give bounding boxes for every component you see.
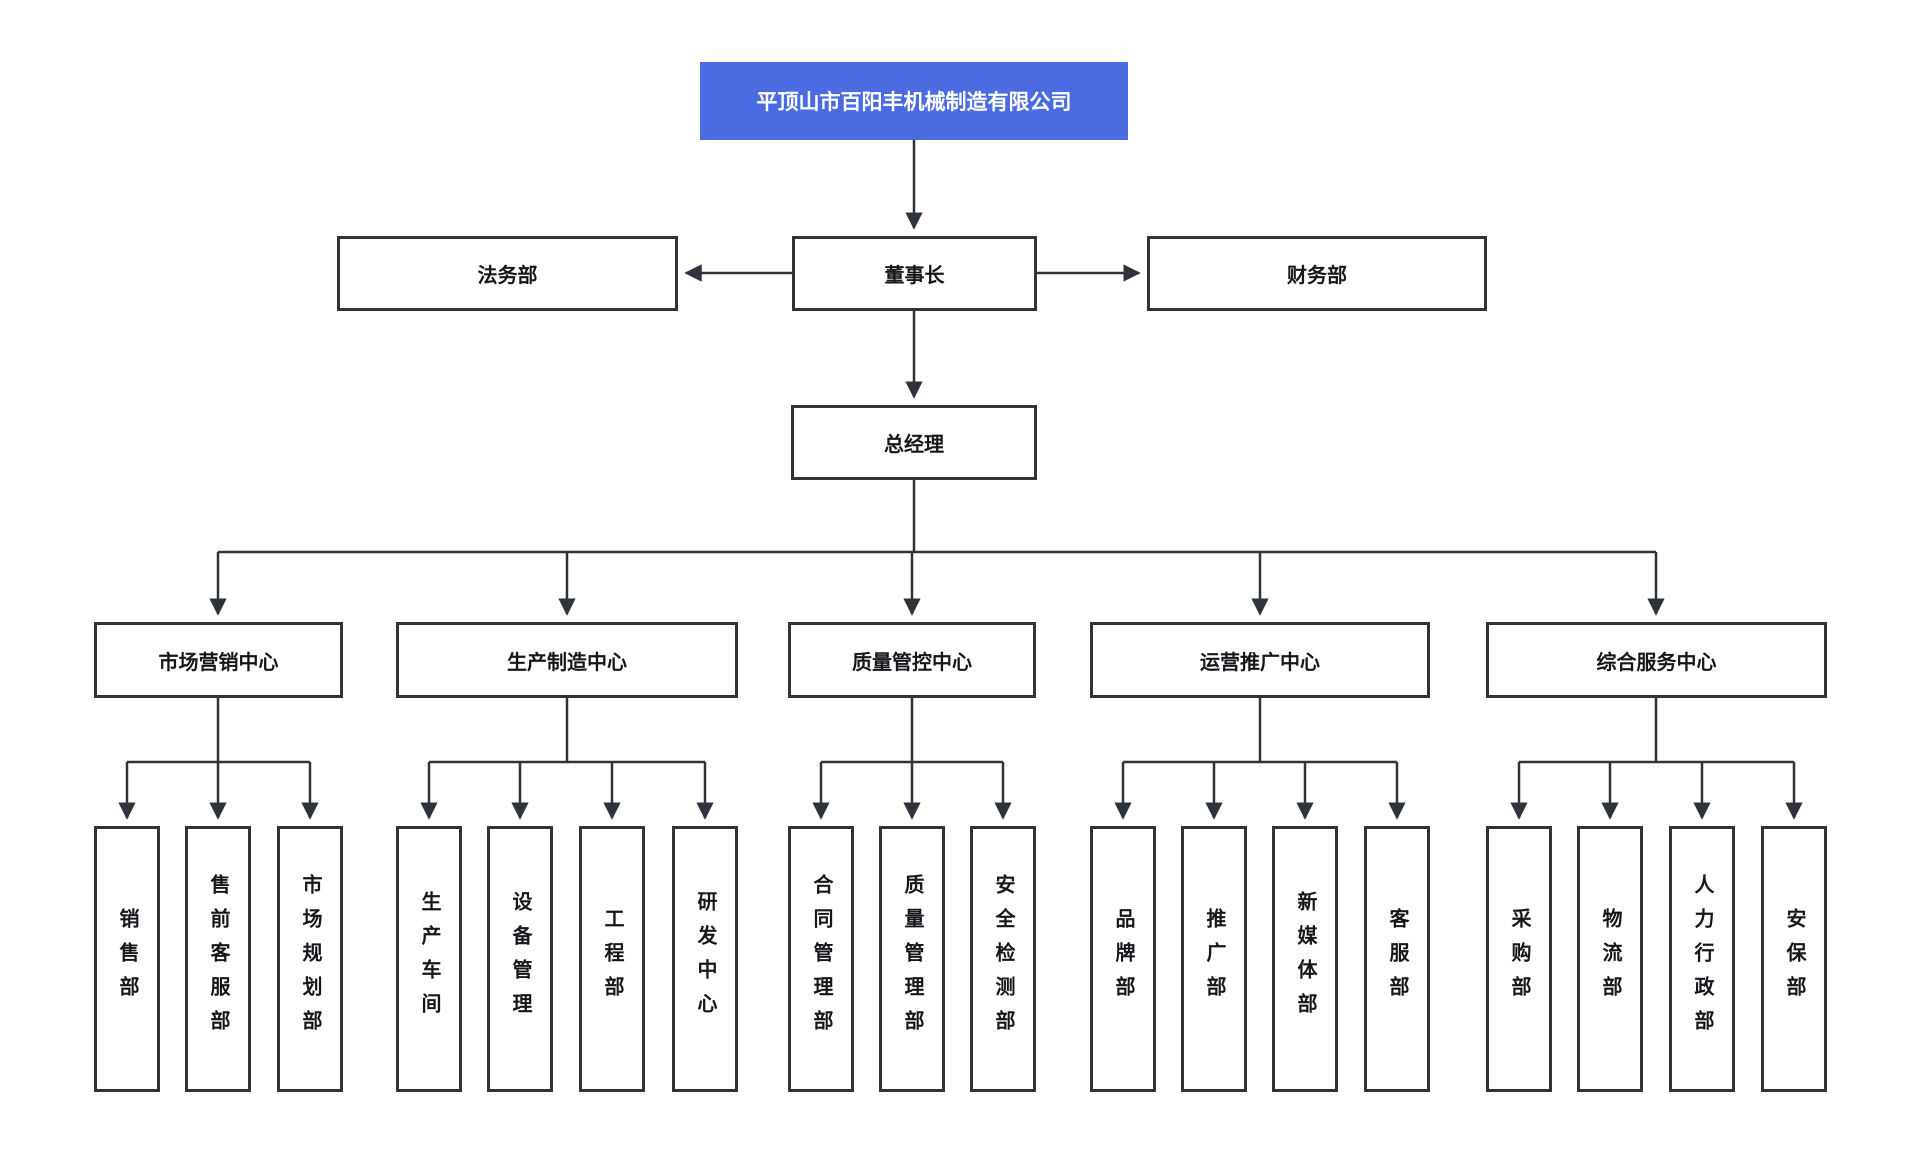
dept-label: 工程部 [601,908,623,1010]
dept-label: 品牌部 [1112,908,1134,1010]
org-node-production-center: 生产制造中心 [396,622,738,698]
org-node-hr-admin-dept: 人力行政部 [1669,826,1735,1092]
dept-label: 新媒体部 [1294,891,1316,1027]
org-node-rnd-center: 研发中心 [672,826,738,1092]
org-node-operations-center: 运营推广中心 [1090,622,1430,698]
dept-label: 设备管理 [509,891,531,1027]
org-node-general-service-center: 综合服务中心 [1486,622,1827,698]
org-node-chairman: 董事长 [792,236,1037,311]
dept-label: 市场规划部 [299,874,321,1044]
org-node-general-manager: 总经理 [791,405,1037,480]
org-node-quality-center: 质量管控中心 [788,622,1036,698]
dept-label: 生产车间 [418,891,440,1027]
org-node-procurement-dept: 采购部 [1486,826,1552,1092]
dept-label: 质量管理部 [901,874,923,1044]
dept-label: 安保部 [1783,908,1805,1010]
dept-label: 客服部 [1386,908,1408,1010]
org-node-company-root: 平顶山市百阳丰机械制造有限公司 [700,62,1128,140]
dept-label: 物流部 [1599,908,1621,1010]
org-node-security-dept: 安保部 [1761,826,1827,1092]
dept-label: 安全检测部 [992,874,1014,1044]
org-node-new-media-dept: 新媒体部 [1272,826,1338,1092]
dept-label: 人力行政部 [1691,874,1713,1044]
org-node-customer-service-dept: 客服部 [1364,826,1430,1092]
org-node-safety-inspection-dept: 安全检测部 [970,826,1036,1092]
org-node-finance-dept: 财务部 [1147,236,1487,311]
dept-label: 合同管理部 [810,874,832,1044]
org-node-marketing-center: 市场营销中心 [94,622,343,698]
dept-label: 售前客服部 [207,874,229,1044]
org-node-logistics-dept: 物流部 [1577,826,1643,1092]
org-node-sales-dept: 销售部 [94,826,160,1092]
org-node-production-workshop: 生产车间 [396,826,462,1092]
org-node-engineering-dept: 工程部 [579,826,645,1092]
org-node-brand-dept: 品牌部 [1090,826,1156,1092]
org-node-quality-management-dept: 质量管理部 [879,826,945,1092]
org-node-promotion-dept: 推广部 [1181,826,1247,1092]
dept-label: 销售部 [116,908,138,1010]
org-node-equipment-management: 设备管理 [487,826,553,1092]
dept-label: 推广部 [1203,908,1225,1010]
org-node-legal-dept: 法务部 [337,236,678,311]
dept-label: 研发中心 [694,891,716,1027]
dept-label: 采购部 [1508,908,1530,1010]
org-node-presales-service-dept: 售前客服部 [185,826,251,1092]
org-node-contract-management-dept: 合同管理部 [788,826,854,1092]
org-node-market-planning-dept: 市场规划部 [277,826,343,1092]
